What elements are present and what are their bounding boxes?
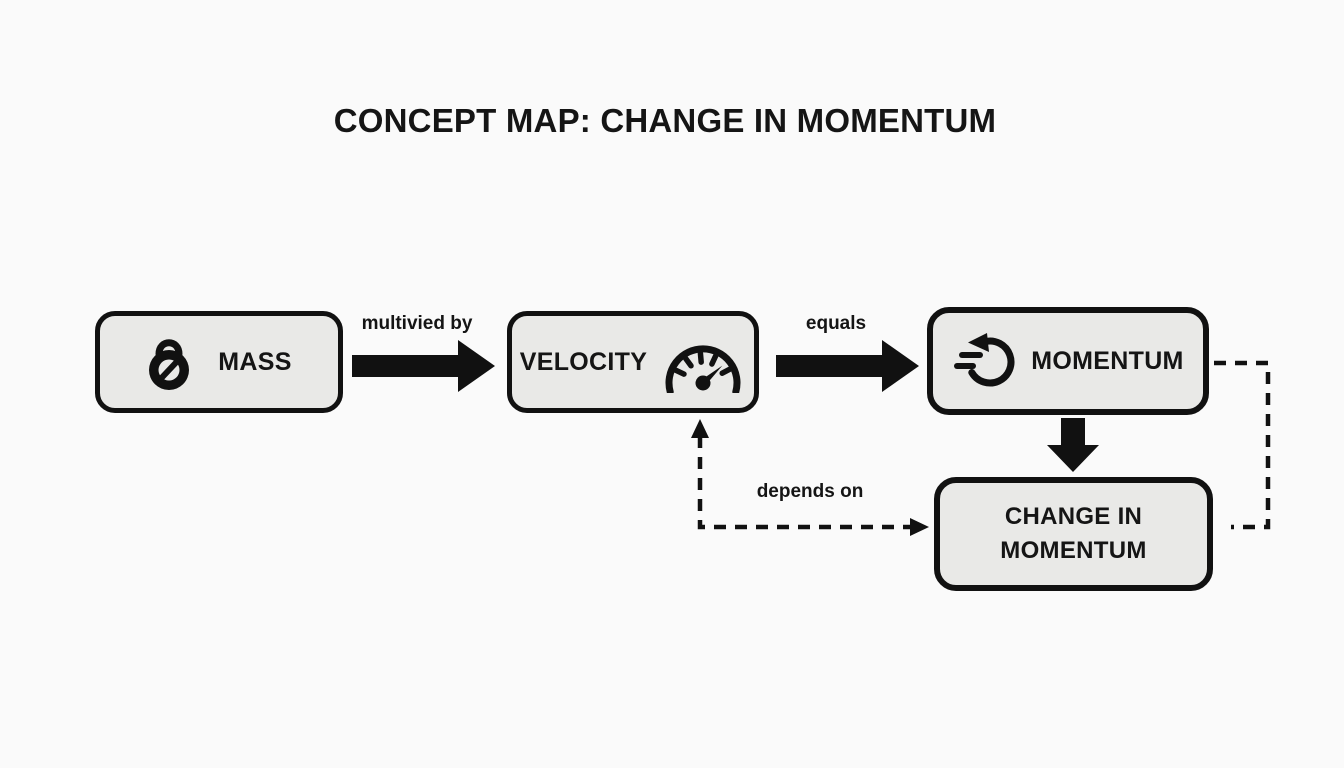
edge-label-equals: equals (805, 313, 867, 334)
node-label-momentum: MOMENTUM (1031, 346, 1184, 375)
page-title: CONCEPT MAP: CHANGE IN MOMENTUM (333, 102, 997, 139)
edge-label-depends-on: depends on (756, 481, 864, 502)
node-change-in-momentum: CHANGE IN MOMENTUM (934, 477, 1213, 591)
dashed-arrowhead-right-icon (910, 518, 929, 536)
arrow-mass-to-velocity (352, 340, 495, 392)
node-mass: MASS (95, 311, 343, 413)
node-velocity: VELOCITY (507, 311, 759, 413)
node-label-change-in-momentum: CHANGE IN MOMENTUM (1000, 503, 1147, 564)
edge-label-multiplied-by: multivied by (361, 313, 473, 334)
kettlebell-icon (149, 339, 190, 390)
motion-rotate-arrow-icon (954, 333, 1015, 387)
speedometer-icon (665, 345, 741, 393)
node-label-mass: MASS (218, 347, 292, 376)
node-momentum: MOMENTUM (927, 307, 1209, 415)
arrow-velocity-to-momentum (776, 340, 919, 392)
node-label-velocity: VELOCITY (519, 347, 648, 376)
dashed-arrowhead-up-icon (691, 419, 709, 438)
dashed-momentum-change-link (1214, 360, 1271, 530)
arrow-momentum-to-change (1047, 418, 1099, 472)
